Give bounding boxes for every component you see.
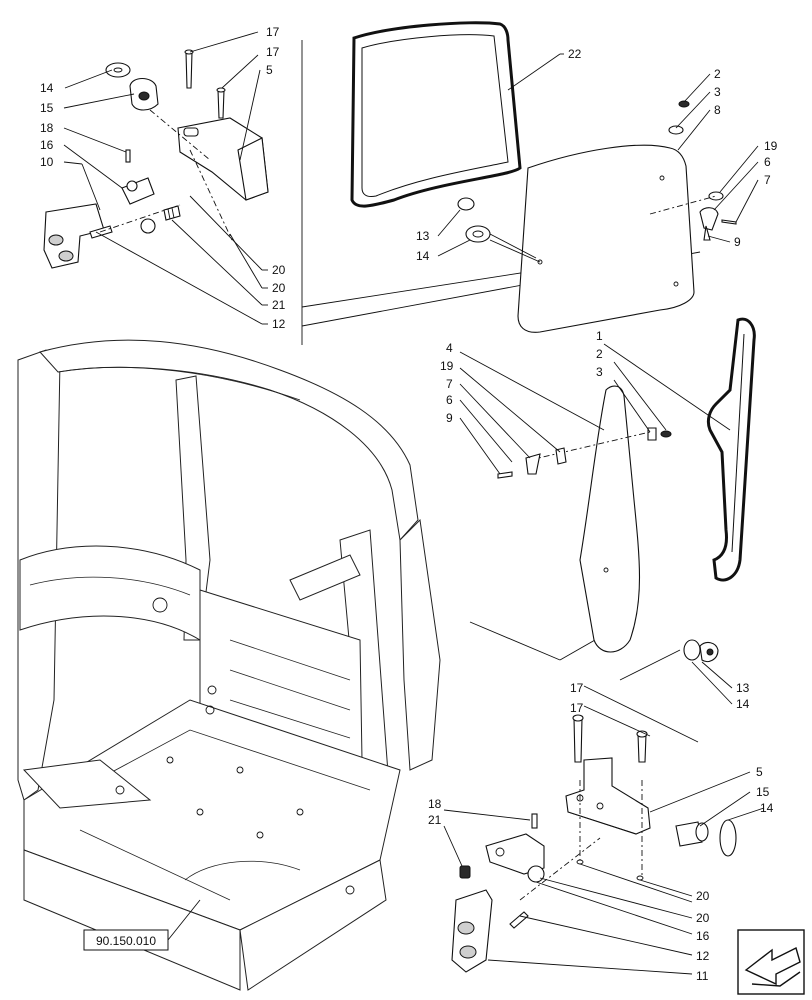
callout-number: 9 — [734, 235, 741, 249]
callout-number: 17 — [570, 701, 584, 715]
callout-number: 2 — [596, 347, 603, 361]
callout-number: 13 — [736, 681, 750, 695]
upper-hinge-assembly — [43, 31, 269, 325]
callout-number: 2 — [714, 67, 721, 81]
callout-number: 18 — [428, 797, 442, 811]
callout-number: 11 — [696, 969, 709, 983]
callout-number: 20 — [696, 911, 710, 925]
callout-number: 16 — [40, 138, 54, 152]
callout-number: 5 — [756, 765, 763, 779]
callout-number: 20 — [272, 281, 286, 295]
callouts-top-right: 22 13 14 2 3 8 19 6 7 9 — [416, 47, 778, 263]
callout-number: 20 — [696, 889, 710, 903]
callout-number: 6 — [764, 155, 771, 169]
callout-number: 1 — [596, 329, 603, 343]
callout-number: 16 — [696, 929, 710, 943]
callout-number: 22 — [568, 47, 582, 61]
callout-number: 15 — [756, 785, 770, 799]
callout-number: 8 — [714, 103, 721, 117]
callout-number: 14 — [736, 697, 750, 711]
callout-number: 15 — [40, 101, 54, 115]
callout-number: 17 — [266, 25, 280, 39]
callout-number: 14 — [760, 801, 774, 815]
callout-number: 7 — [446, 377, 453, 391]
callout-number: 5 — [266, 63, 273, 77]
callout-number: 13 — [416, 229, 430, 243]
callout-number: 6 — [446, 393, 453, 407]
side-glass-assembly — [459, 317, 756, 705]
callout-number: 20 — [272, 263, 286, 277]
callouts-bottom-right: 17 17 5 15 14 18 21 20 20 16 12 11 — [428, 681, 774, 983]
callout-number: 19 — [440, 359, 454, 373]
reference-label[interactable]: 90.150.010 — [96, 934, 156, 948]
arrow-icon[interactable] — [737, 929, 805, 995]
lower-hinge-assembly — [443, 685, 765, 975]
callout-number: 3 — [714, 85, 721, 99]
cab-frame — [17, 339, 441, 991]
callout-number: 21 — [428, 813, 442, 827]
callout-number: 19 — [764, 139, 778, 153]
upper-glass-assembly — [350, 21, 759, 333]
callout-number: 12 — [272, 317, 286, 331]
callout-number: 4 — [446, 341, 453, 355]
callout-number: 9 — [446, 411, 453, 425]
callout-number: 3 — [596, 365, 603, 379]
callout-number: 18 — [40, 121, 54, 135]
callout-number: 17 — [570, 681, 584, 695]
callout-number: 7 — [764, 173, 771, 187]
callout-number: 12 — [696, 949, 710, 963]
callouts-top-left: 17 17 5 14 15 18 16 10 20 20 21 12 — [40, 25, 286, 331]
callout-number: 10 — [40, 155, 54, 169]
callout-number: 17 — [266, 45, 280, 59]
callout-number: 14 — [40, 81, 54, 95]
reference-box[interactable]: 90.150.010 — [83, 899, 201, 951]
callout-number: 14 — [416, 249, 430, 263]
callout-number: 21 — [272, 298, 286, 312]
callouts-mid-right: 1 2 3 4 19 7 6 9 13 14 — [440, 329, 750, 711]
